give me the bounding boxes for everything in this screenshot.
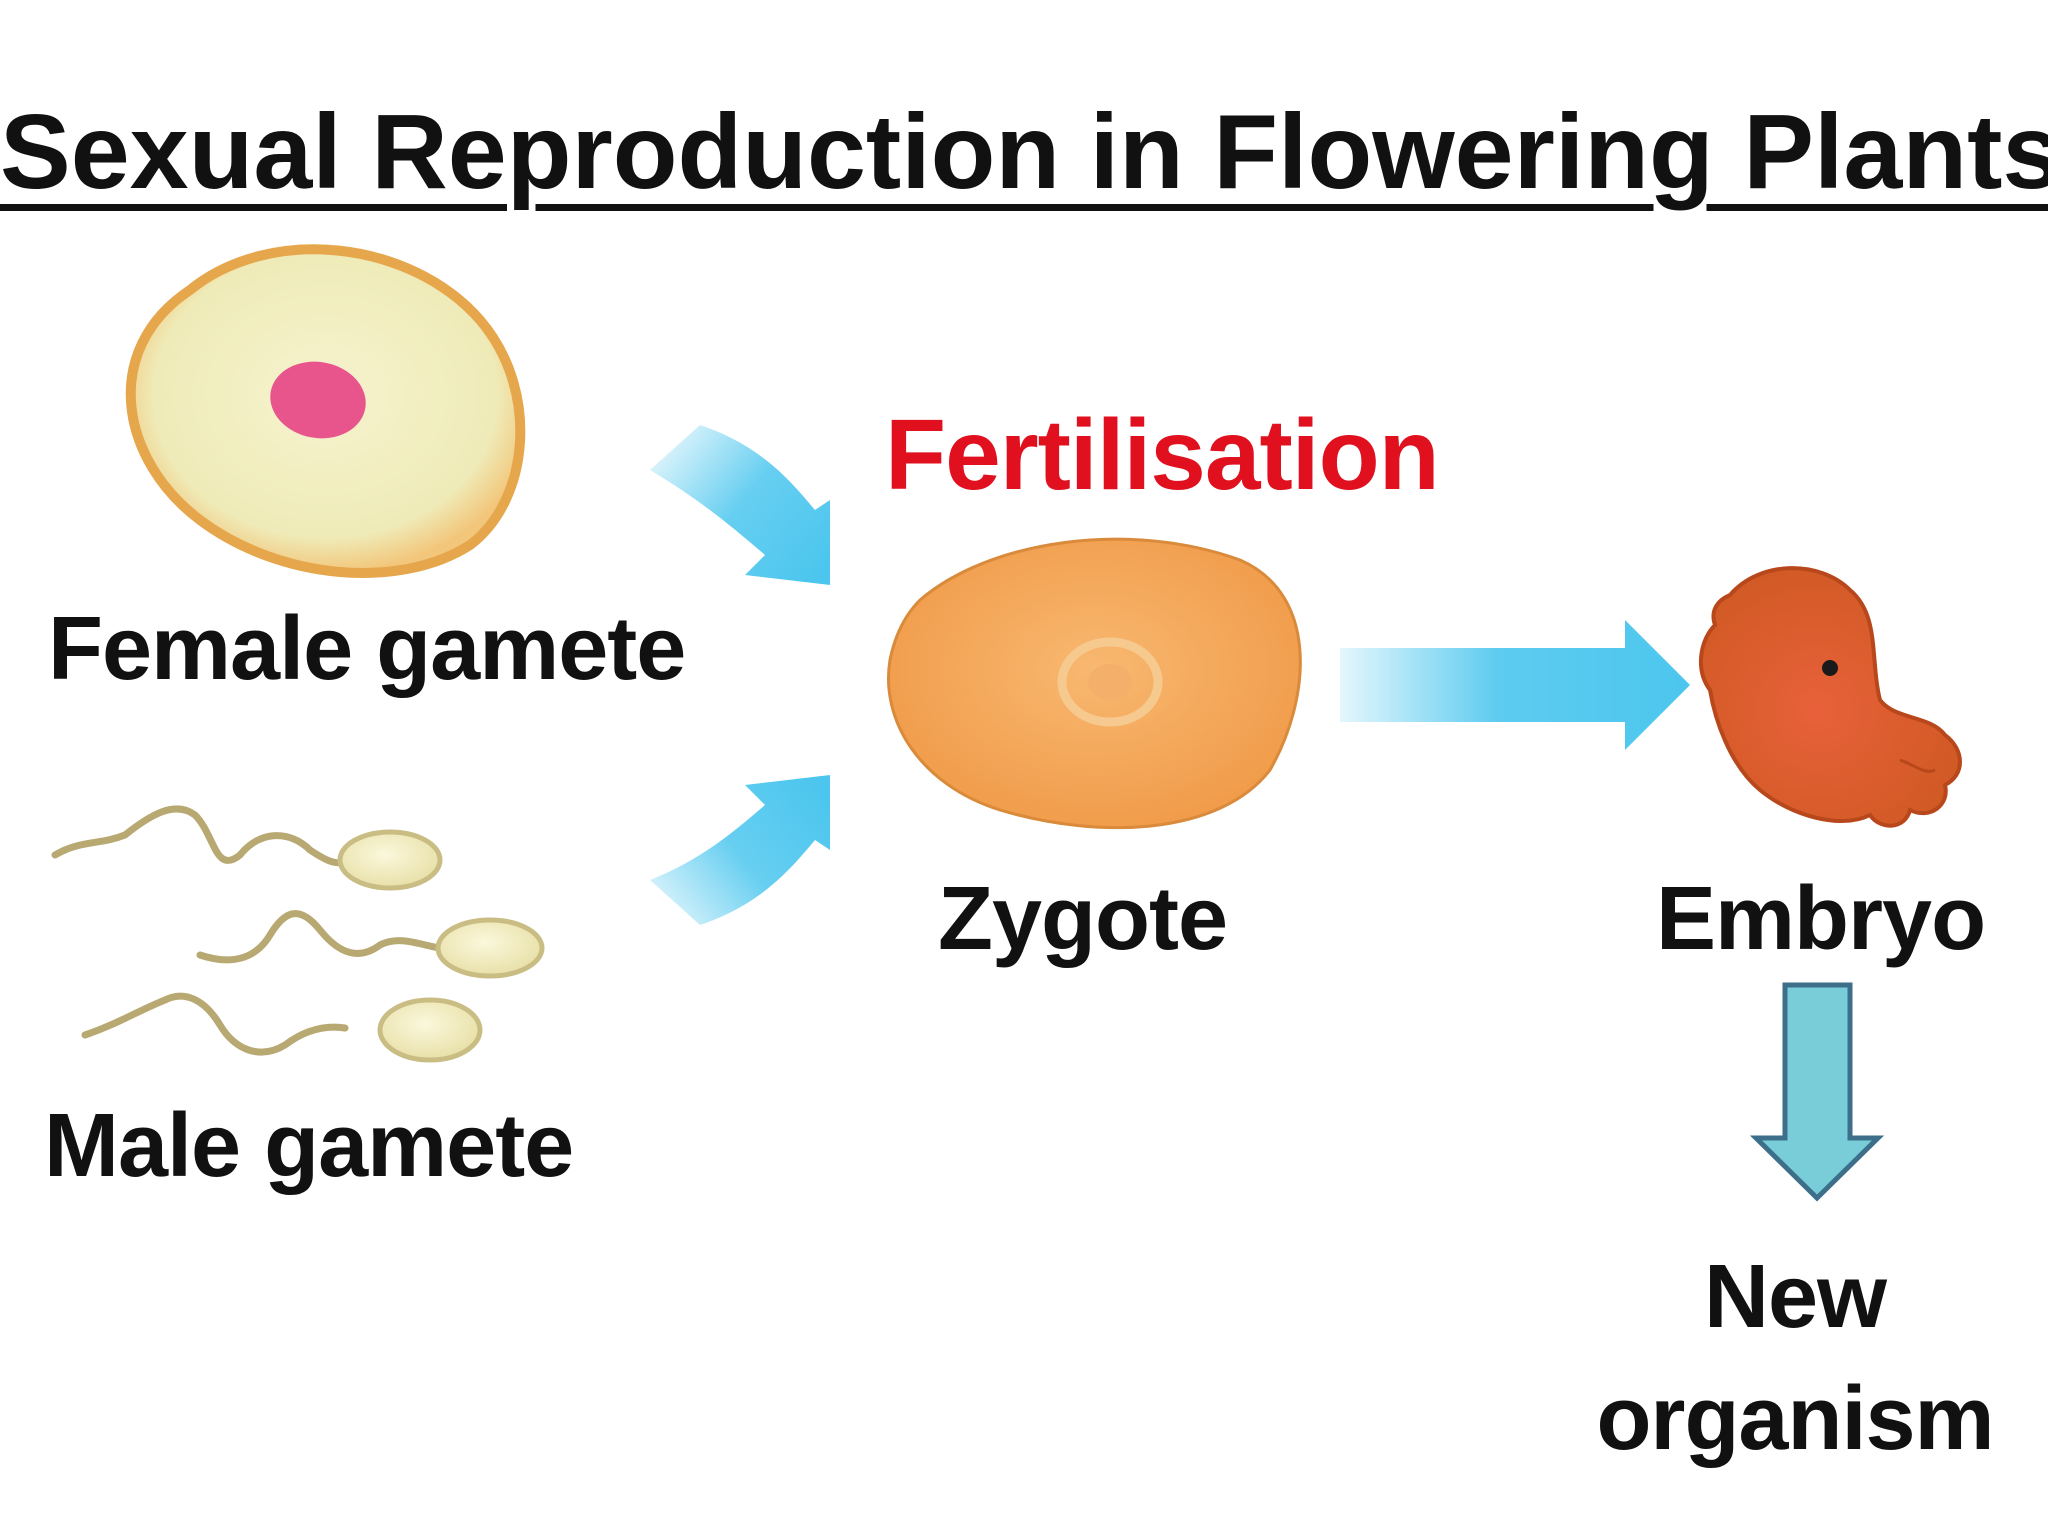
down-arrow — [1749, 982, 1885, 1202]
female-gamete-label: Female gamete — [48, 599, 686, 699]
sperm-cell-icon — [81, 992, 483, 1063]
embryo-label: Embryo — [1656, 869, 1986, 969]
lower-flow-arrow — [650, 775, 830, 925]
sperm-cell-icon — [196, 910, 545, 979]
sperm-cell-icon — [51, 805, 443, 891]
zygote-label: Zygote — [938, 869, 1228, 969]
upper-flow-arrow — [650, 425, 830, 585]
right-flow-arrow — [1340, 620, 1690, 750]
zygote-cell-icon — [887, 537, 1302, 830]
new-organism-label: New organism — [1596, 1247, 1994, 1469]
egg-cell-icon — [125, 244, 526, 578]
embryo-icon — [1698, 566, 1962, 828]
male-gamete-label: Male gamete — [44, 1096, 574, 1196]
fertilisation-label: Fertilisation — [885, 399, 1440, 511]
page-title: Sexual Reproduction in Flowering Plants — [0, 93, 2048, 211]
